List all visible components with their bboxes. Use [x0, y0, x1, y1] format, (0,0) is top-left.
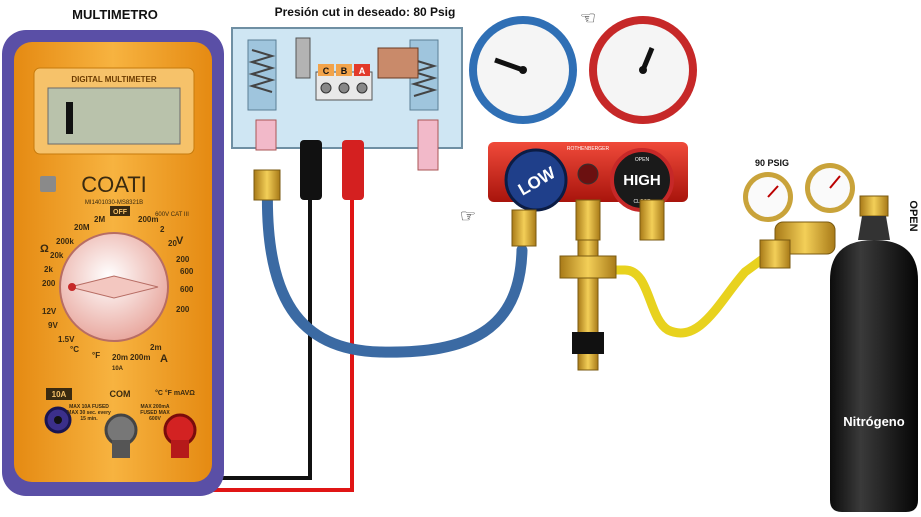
dial-label: °C	[70, 345, 79, 354]
low-pressure-fitting[interactable]	[253, 169, 281, 201]
terminal-b-label: B	[341, 66, 348, 76]
schrader-valve[interactable]	[572, 332, 604, 354]
dial-label: 2M	[94, 215, 105, 224]
multimeter: MULTIMETRO DIGITAL MULTIMETER COATI MI14…	[2, 7, 224, 496]
dial-label: °F	[92, 351, 100, 360]
dial-label: 200k	[56, 237, 74, 246]
dial-label: 200m	[130, 353, 150, 362]
terminal-a-tag	[354, 64, 370, 76]
port-10a-label: 10A	[52, 390, 67, 399]
dial-label: 20	[168, 239, 177, 248]
multimeter-brand-header: DIGITAL MULTIMETER	[71, 75, 157, 84]
hold-button[interactable]	[40, 176, 56, 192]
terminal-b-tag	[336, 64, 352, 76]
terminal-a-label: A	[359, 66, 366, 76]
dial-label: 200m	[138, 215, 158, 224]
tank-open-label: OPEN	[907, 200, 919, 231]
tank-label: Nitrógeno	[843, 414, 904, 429]
dial-label: 10A	[112, 366, 124, 372]
dial-label: 600	[180, 285, 194, 294]
multimeter-label: MULTIMETRO	[72, 7, 158, 22]
warning-10a: MAX 10A FUSED MAX 30 sec. every 15 min.	[67, 404, 111, 422]
dial-label: 200	[176, 305, 190, 314]
nitrogen-tank-assembly: 90 PSIG OPEN Nitrógeno	[743, 158, 919, 512]
dial-label: 2m	[150, 343, 162, 352]
pressure-switch: Presión cut in deseado: 80 Psig C B A	[231, 5, 463, 201]
dial-off-label: OFF	[113, 209, 128, 216]
low-port-fitting[interactable]	[511, 209, 537, 247]
center-port-fitting[interactable]	[575, 199, 601, 241]
cat-rating: 600V CAT III	[155, 212, 189, 218]
high-valve-open-label: OPEN	[635, 157, 650, 163]
tank-valve[interactable]	[859, 195, 889, 217]
dial-label: 9V	[48, 321, 58, 330]
multimeter-brand: COATI	[81, 172, 147, 197]
blue-hose	[261, 169, 528, 358]
yellow-hose	[593, 245, 780, 338]
pointing-hand-icon: ☜	[580, 8, 596, 28]
sight-glass	[577, 163, 599, 185]
pointing-hand-icon: ☞	[460, 206, 476, 226]
dial-label: 600	[180, 267, 194, 276]
dial-label: 20m	[112, 353, 128, 362]
multimeter-model: MI1401030-MS8321B	[85, 200, 143, 206]
dial-label: 12V	[42, 307, 57, 316]
dial-label: 20M	[74, 223, 90, 232]
high-port-fitting[interactable]	[639, 199, 665, 241]
dial-label: V	[176, 235, 184, 247]
manifold-maker: ROTHENBERGER	[567, 146, 610, 152]
manifold-gauge-set: ☜ ☞ ROTHENBERGER LOW HIGH OPEN CLOSE	[460, 8, 697, 371]
dial-label: 20k	[50, 251, 64, 260]
port-com-label: COM	[110, 389, 131, 399]
dial-label: Ω	[40, 243, 49, 255]
dial-label: 200	[42, 279, 56, 288]
high-valve-label: HIGH	[623, 172, 661, 189]
dial-label: 2k	[44, 265, 53, 274]
regulator-outlet[interactable]	[759, 239, 791, 269]
dial-label: A	[160, 353, 168, 365]
port-vma-label: °C °F mAVΩ	[155, 389, 195, 397]
regulator-label: 90 PSIG	[755, 158, 789, 168]
terminal-c-tag	[318, 64, 334, 76]
black-probe[interactable]	[300, 140, 322, 200]
dial-label: 200	[176, 255, 190, 264]
diagram-title: Presión cut in deseado: 80 Psig	[275, 5, 456, 19]
dial-label: 2	[160, 225, 165, 234]
warning-com: MAX 200mA FUSED MAX 600V	[140, 404, 170, 422]
red-probe[interactable]	[342, 140, 364, 200]
dial-label: 1.5V	[58, 335, 75, 344]
nitrogen-tank	[830, 240, 918, 512]
terminal-c-label: C	[323, 66, 330, 76]
